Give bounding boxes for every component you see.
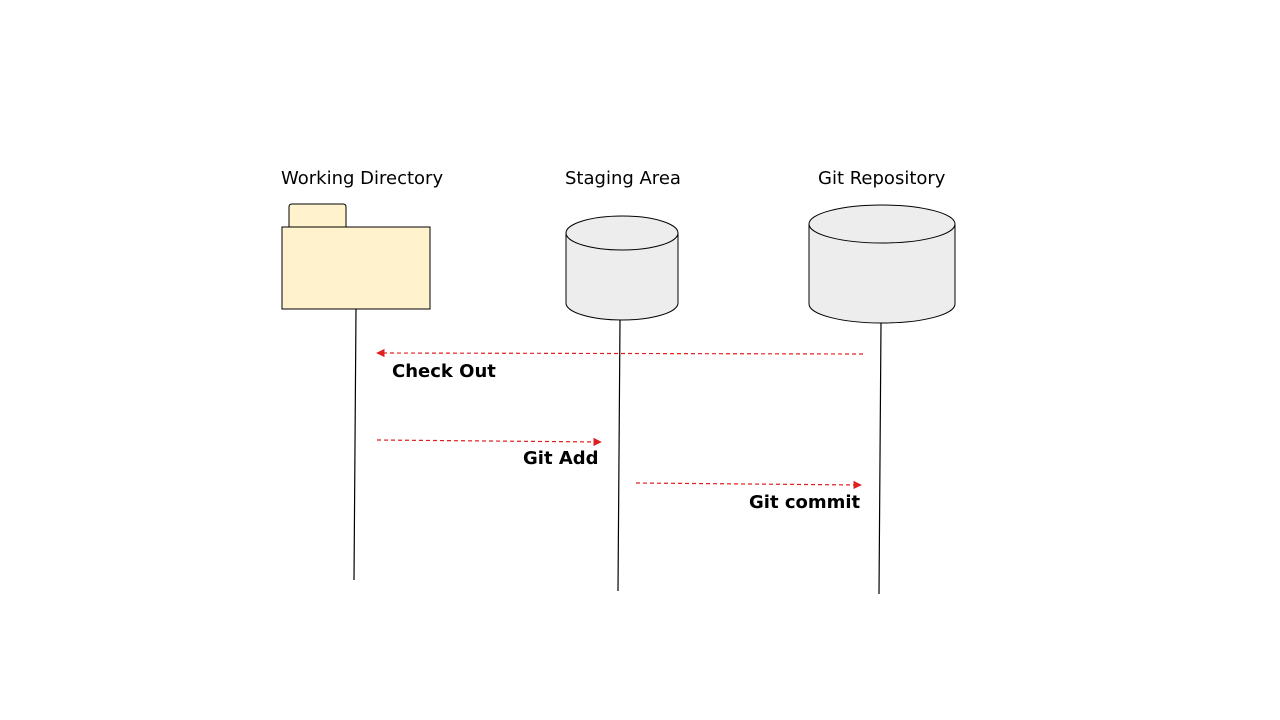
message-label-git-commit: Git commit (749, 492, 861, 513)
lifeline-working-directory (353, 308, 357, 581)
folder-tab (288, 203, 347, 228)
database-cylinder-icon (565, 215, 679, 321)
message-label-git-add: Git Add (523, 448, 599, 469)
participant-label-staging-area: Staging Area (565, 168, 681, 189)
message-label-check-out: Check Out (392, 361, 496, 382)
staging-cylinder-body (565, 232, 679, 321)
message-arrow-git-commit (635, 480, 862, 490)
message-arrow-git-add (376, 437, 602, 447)
staging-cylinder-top (565, 215, 679, 251)
folder-icon (281, 203, 431, 310)
lifeline-staging-area (617, 319, 621, 592)
repository-cylinder-body (808, 223, 956, 324)
folder-body (281, 226, 431, 310)
repository-cylinder-top (808, 204, 956, 244)
database-cylinder-icon (808, 204, 956, 324)
participant-label-git-repository: Git Repository (818, 168, 946, 189)
lifeline-git-repository (878, 322, 882, 595)
participant-label-working-directory: Working Directory (281, 168, 443, 189)
